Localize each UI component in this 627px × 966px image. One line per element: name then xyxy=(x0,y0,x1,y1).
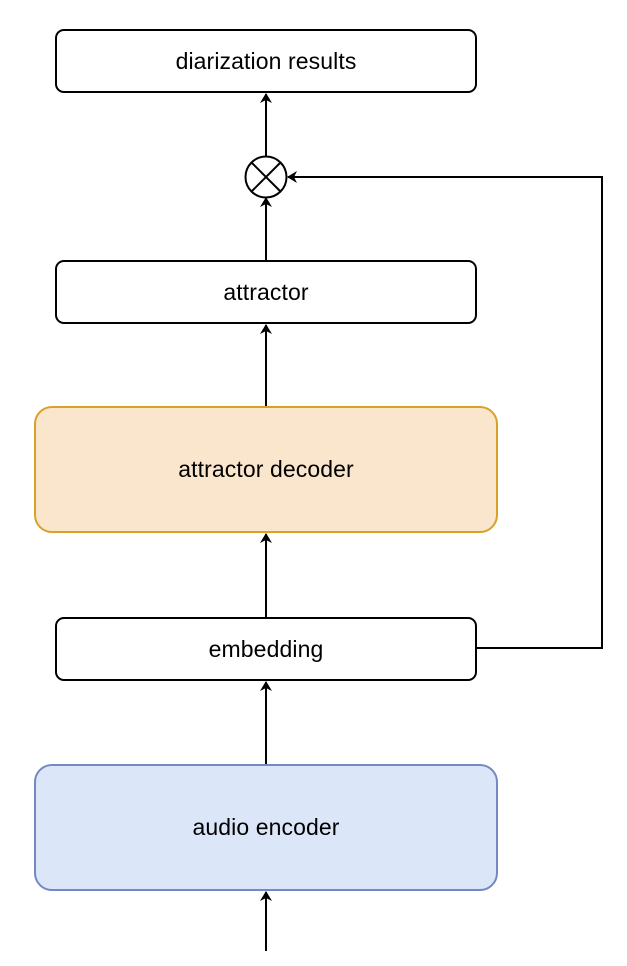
attractor-label: attractor xyxy=(223,278,309,305)
diarization-results-label: diarization results xyxy=(175,47,357,74)
audio-encoder-node: audio encoder xyxy=(34,764,498,891)
audio-encoder-label: audio encoder xyxy=(192,814,340,840)
embedding-node: embedding xyxy=(55,617,477,681)
attractor-node: attractor xyxy=(55,260,477,324)
embedding-label: embedding xyxy=(208,635,324,662)
diarization-results-node: diarization results xyxy=(55,29,477,93)
attractor-decoder-node: attractor decoder xyxy=(34,406,498,533)
attractor-decoder-label: attractor decoder xyxy=(178,456,354,482)
multiply-operator-icon xyxy=(244,155,288,199)
edge-embedding-to-multiply xyxy=(287,171,603,649)
